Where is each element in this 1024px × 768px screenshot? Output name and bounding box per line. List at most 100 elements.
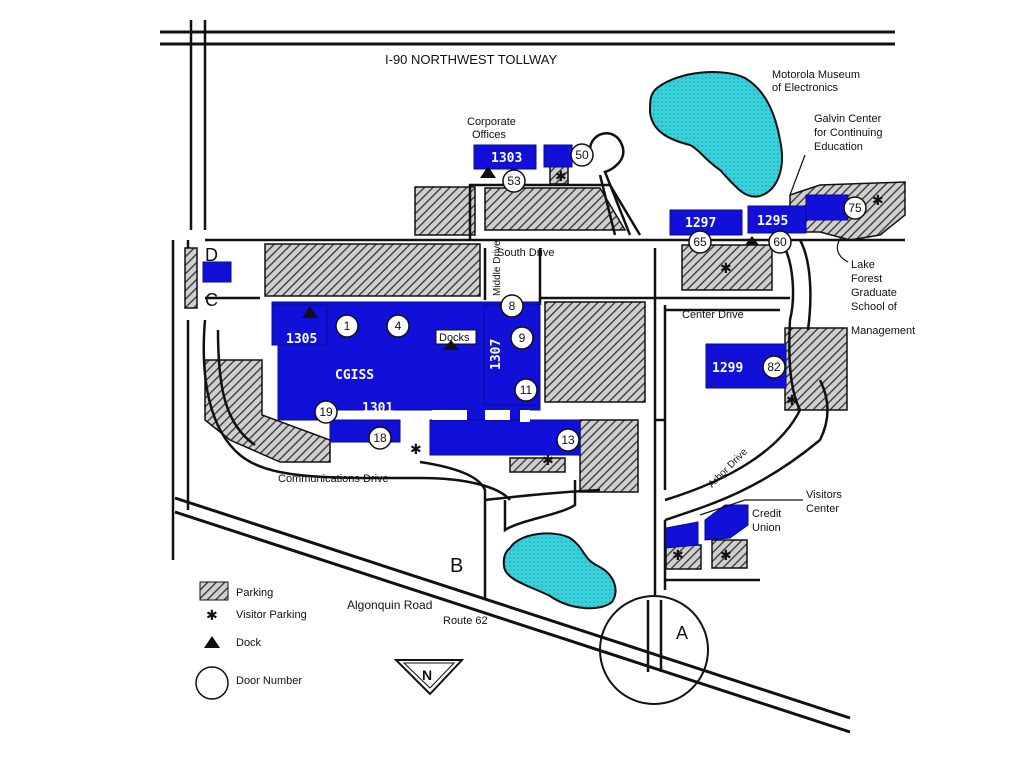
door-number-label: 13 [561, 433, 575, 447]
visitor-parking-icon: ✱ [720, 260, 732, 276]
route-label: Route 62 [443, 615, 488, 627]
lake-forest-label-3: Graduate [851, 287, 897, 299]
visitor-parking-icon: ✱ [555, 168, 567, 184]
galvin-label-3: Education [814, 141, 863, 153]
building-label-1305: 1305 [286, 332, 317, 347]
building-1297 [669, 209, 743, 236]
parking-lot [544, 301, 646, 403]
dock-icon [302, 306, 318, 318]
legend: Parking ✱ Visitor Parking Dock Door Numb… [195, 581, 307, 700]
south-drive [205, 238, 665, 300]
door-marker [386, 314, 410, 338]
building-label-1297: 1297 [685, 216, 716, 231]
door-number-label: 82 [767, 360, 781, 374]
door-number-label: 4 [395, 319, 402, 333]
docks-label: Docks [439, 332, 470, 344]
north-arrow-icon: N [393, 659, 465, 696]
door-marker [510, 326, 534, 350]
corporate-offices-label-1: Corporate [467, 116, 516, 128]
door-marker [570, 143, 594, 167]
visitor-parking-markers: ✱ ✱ ✱ ✱ ✱ ✱ ✱ ✱ [410, 168, 884, 563]
visitor-parking-icon: ✱ [542, 452, 554, 468]
arbor-drive-label: Arbor Drive [706, 446, 750, 490]
entrance-d: D [205, 245, 218, 265]
door-marker [514, 378, 538, 402]
parking-lot [711, 539, 748, 569]
door-marker [688, 230, 712, 254]
building-1303-annex [543, 144, 573, 168]
door-number-label: 19 [319, 405, 333, 419]
legend-parking-label: Parking [236, 587, 273, 599]
building-1303 [473, 144, 537, 170]
building-label-cgiss: CGISS [335, 368, 374, 383]
door-marker [843, 196, 867, 220]
intersection-a [599, 595, 709, 705]
door-marker [500, 294, 524, 318]
docks-box [435, 329, 477, 345]
door-number-label: 65 [693, 235, 707, 249]
middle-drive-label: Middle Drive [492, 240, 503, 296]
parking-lot [204, 359, 331, 463]
dock-icon [745, 236, 759, 245]
legend-dock-icon [204, 636, 220, 648]
door-number-label: 53 [507, 174, 521, 188]
galvin-label-2: for Continuing [814, 127, 883, 139]
door-number-label: 75 [848, 201, 862, 215]
building-credit-union [704, 504, 749, 541]
dock-icon [480, 166, 496, 178]
door-number-label: 1 [344, 319, 351, 333]
building-label-1303: 1303 [491, 151, 522, 166]
visitor-parking-icon: ✱ [786, 392, 798, 408]
building-label-1299: 1299 [712, 361, 743, 376]
door-marker [556, 428, 580, 452]
parking-lot [579, 419, 639, 493]
dock-markers [302, 166, 759, 350]
door-marker [502, 169, 526, 193]
galvin-label-1: Galvin Center [814, 113, 882, 125]
visitor-parking-icon: ✱ [672, 547, 684, 563]
visitors-center-label-1: Visitors [806, 489, 842, 501]
parking-lot [264, 243, 481, 297]
credit-union-label-1: Credit [752, 508, 781, 520]
parking-lot [484, 187, 627, 231]
door-number-label: 11 [520, 383, 533, 397]
highway-label: I-90 NORTHWEST TOLLWAY [385, 52, 557, 67]
north-label: N [422, 667, 432, 683]
legend-visitor-parking-icon: ✱ [206, 607, 218, 623]
door-number-label: 9 [519, 331, 526, 345]
legend-dock-label: Dock [236, 637, 262, 649]
communications-drive-label: Communications Drive [278, 473, 389, 485]
credit-union-label-2: Union [752, 522, 781, 534]
south-lake [502, 532, 617, 610]
visitor-parking-icon: ✱ [872, 192, 884, 208]
visitor-parking-icon: ✱ [720, 547, 732, 563]
visitor-parking-icon: ✱ [410, 441, 422, 457]
parking-lot [681, 244, 773, 291]
lake-forest-label-5: Management [851, 325, 915, 337]
entrance-b: B [450, 555, 463, 577]
building-1301-south [429, 419, 581, 456]
parking-lot [509, 457, 566, 473]
south-drive-label: South Drive [497, 247, 554, 259]
highway [160, 30, 895, 46]
dock-icon [443, 340, 459, 350]
corporate-offices-label-2: Offices [472, 129, 507, 141]
center-drive-label: Center Drive [682, 309, 744, 321]
building-label-1301: 1301 [362, 401, 393, 416]
door-marker [768, 230, 792, 254]
legend-door-label: Door Number [236, 675, 302, 687]
parking-lot [184, 247, 198, 309]
courtyards [432, 410, 530, 422]
lake-forest-label-1: Lake [851, 259, 875, 271]
algonquin-road-label: Algonquin Road [347, 598, 432, 612]
lake-forest-label-4: School of [851, 301, 898, 313]
north-connector [468, 183, 642, 240]
door-marker [335, 314, 359, 338]
door-number-label: 60 [773, 235, 787, 249]
parking-lots [184, 165, 906, 570]
building-dc [202, 261, 232, 283]
lake-forest-label-2: Forest [851, 273, 882, 285]
building-label-1295: 1295 [757, 214, 788, 229]
